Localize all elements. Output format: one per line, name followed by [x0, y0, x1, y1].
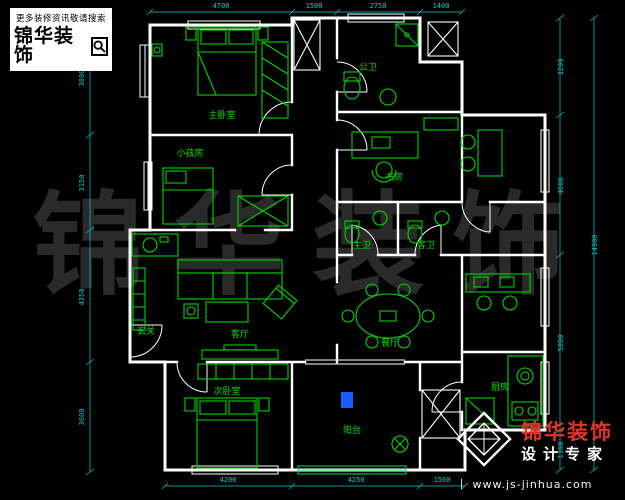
door-public-bath [336, 61, 368, 93]
logo-tagline: 更多装修资讯敬请搜索 [15, 14, 106, 24]
door-office [461, 201, 491, 233]
interior-walls [148, 16, 547, 472]
door-kitchen [431, 381, 463, 413]
public-bath-fixtures [343, 23, 419, 106]
dim-label: 3200 [557, 59, 565, 76]
room-label: 餐厅 [381, 337, 399, 349]
dim-label: 5800 [557, 335, 565, 352]
dim-label: 1300 [557, 442, 565, 459]
dim-label: 4600 [557, 178, 565, 195]
furniture-layer [131, 23, 544, 469]
room-label: 客厅 [231, 328, 249, 340]
dim-label: 4200 [220, 476, 237, 484]
dim-label: 3150 [78, 175, 86, 192]
kitchen-counter [507, 355, 544, 427]
brand-row: 锦华装饰 设计专家 [456, 411, 613, 471]
walls [128, 16, 547, 472]
shaft-top-right [427, 21, 459, 57]
door-master [258, 101, 293, 136]
magnifier-icon [90, 36, 108, 56]
website-url: 丨 www.js-jinhua.com [456, 478, 593, 491]
door-bedroom2 [176, 361, 208, 393]
dim-label: 4700 [213, 2, 230, 10]
dim-label: 4250 [348, 476, 365, 484]
shafts [293, 19, 461, 439]
room-label: 客卫 [417, 239, 435, 251]
entry-counter-sink [131, 233, 179, 257]
washer-marker [341, 392, 353, 408]
bottom-right-logo: 锦华装饰 设计专家 丨 www.js-jinhua.com [456, 411, 613, 492]
room-label: 主卧室 [208, 109, 235, 121]
top-left-logo: 更多装修资讯敬请搜索 锦华装饰 [10, 8, 112, 71]
brand-subtitle: 设计专家 [521, 445, 610, 464]
dim-label: 3600 [78, 409, 86, 426]
room-label: 次卧室 [213, 385, 240, 397]
door-kids [261, 164, 293, 196]
jinhua-diamond-icon [456, 411, 512, 471]
kids-wardrobe [237, 195, 289, 227]
room-label: 主卫 [353, 239, 371, 251]
brand-texts: 锦华装饰 设计专家 [521, 420, 613, 462]
dimension-labels: 3800 3150 4350 3600 3200 4600 5800 1300 14900 470… [78, 2, 599, 484]
dim-label: 2750 [370, 2, 387, 10]
door-entry [129, 324, 163, 358]
window-bath-top [347, 13, 405, 23]
bedroom2-wardrobe [197, 363, 289, 380]
bedroom2-bed [184, 397, 270, 469]
window-bedroom2-bottom [191, 465, 279, 475]
dim-label: 4350 [78, 289, 86, 306]
coffee-table [205, 301, 249, 323]
window-master-top [187, 20, 261, 30]
shaft-top [293, 19, 321, 71]
window-balcony-bottom [297, 465, 407, 475]
dining-table [341, 283, 435, 349]
bath-b-fixtures [407, 210, 450, 244]
dim-label: 1400 [433, 2, 450, 10]
master-bed [185, 26, 269, 96]
kids-bed [162, 167, 214, 225]
bath-a-fixtures [344, 210, 388, 244]
room-label: 阳台 [343, 424, 361, 436]
window-kitchen-right [540, 361, 550, 415]
dim-label: 1500 [434, 476, 451, 484]
logo-brand-text: 锦华装饰 [14, 25, 75, 66]
room-label: 厨房 [491, 381, 509, 393]
window-right-lower [540, 267, 550, 327]
room-label: 玄关 [137, 325, 155, 337]
brand-name: 锦华装饰 [521, 419, 613, 444]
dim-label: 3800 [78, 70, 86, 87]
side-table [183, 303, 199, 319]
dim-label: 14900 [591, 234, 599, 255]
doors [129, 61, 491, 413]
office-desk-upper [460, 129, 503, 177]
ac-unit-icon [151, 43, 163, 57]
sofa [177, 259, 283, 300]
windows [139, 13, 550, 475]
room-label: 公卫 [359, 62, 377, 73]
dim-label: 1500 [306, 2, 323, 10]
door-bath-a [351, 224, 379, 256]
window-master-bay [139, 44, 151, 98]
window-right-upper [540, 129, 550, 193]
tv-cabinet [201, 344, 279, 360]
sliding-door [305, 359, 405, 365]
armchair [262, 284, 298, 320]
logo-brand-row: 锦华装饰 [14, 27, 108, 65]
balcony-plant [391, 435, 409, 453]
room-label: 小孩房 [176, 147, 203, 159]
elevator-shaft [421, 389, 461, 439]
study-desk [351, 117, 459, 183]
master-wardrobe [261, 41, 289, 119]
room-label: 书房 [385, 171, 403, 183]
entry-shoe-cabinet [132, 267, 146, 331]
office-desk-lower [465, 273, 531, 311]
window-kids-left [143, 161, 153, 211]
dimension-lines [85, 8, 599, 490]
